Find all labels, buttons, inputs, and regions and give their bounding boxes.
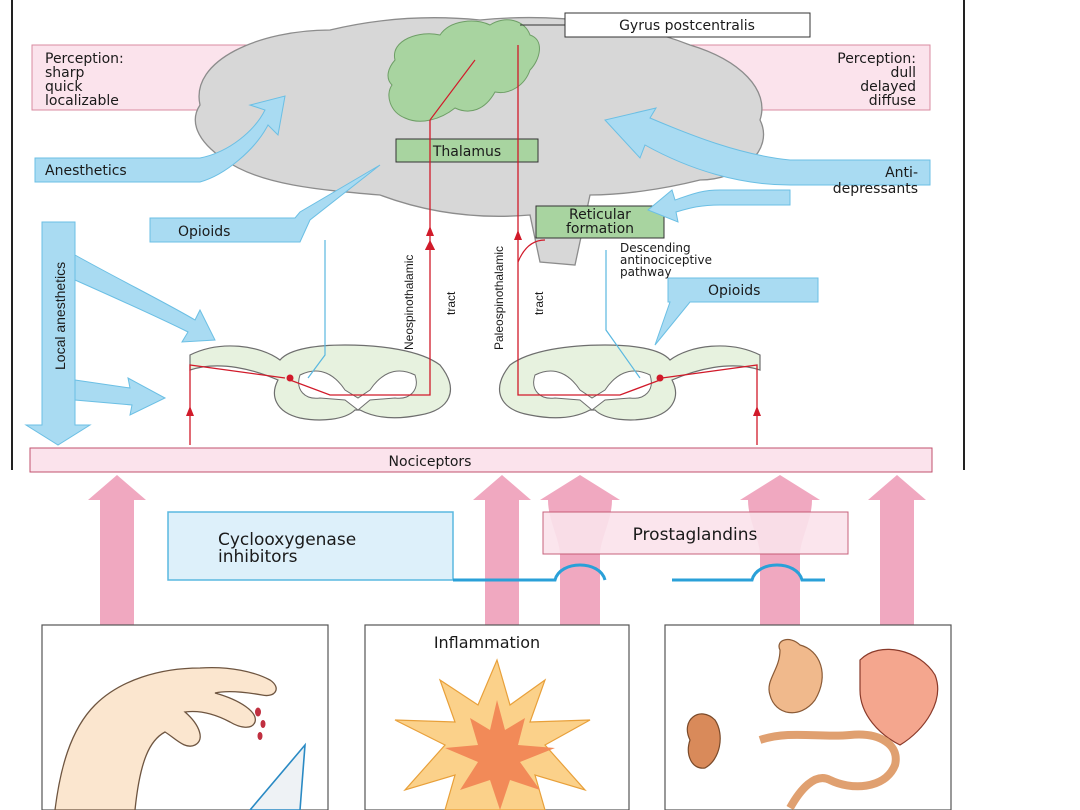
grey-matter-right: [533, 370, 652, 411]
grey-matter-left: [298, 370, 417, 411]
perception-right-line-2: dull: [890, 65, 916, 81]
heart-drawing: [859, 648, 939, 746]
blood-drop-3: [257, 732, 263, 740]
antidepressants-arrow: [604, 107, 931, 186]
synapse-right: [656, 374, 664, 382]
reticular-line-1: Reticular: [569, 207, 631, 223]
reticular-line-2: formation: [566, 221, 634, 237]
gyrus-label: Gyrus postcentralis: [619, 18, 755, 34]
blood-drop-1: [255, 707, 261, 717]
local-anesthetics-branch-lower: [74, 377, 167, 416]
reticular-box: [535, 205, 665, 239]
perception-right-line-1: Perception:: [837, 51, 916, 67]
blood-drop-2: [260, 720, 266, 728]
thalamus-box: [395, 138, 539, 163]
opioids-left-label: Opioids: [178, 224, 230, 240]
afferent-right: [661, 364, 758, 445]
tract-right-label: tract: [532, 291, 546, 315]
inflammation-burst-inner: [445, 700, 555, 810]
antidepressants-line-2: depressants: [833, 181, 918, 197]
perception-left-line-1: Perception:: [45, 51, 124, 67]
red-arrowhead-4: [514, 230, 522, 240]
pink-arrow-1: [88, 475, 146, 625]
prostaglandins-label: Prostaglandins: [633, 525, 758, 545]
anesthetics-arrow: [34, 95, 286, 183]
descending-line-3: pathway: [620, 265, 672, 279]
paleospinothalamic-path: [517, 240, 661, 396]
gyrus-label-box: [564, 12, 811, 38]
synapse-left: [286, 374, 294, 382]
anesthetics-label: Anesthetics: [45, 163, 127, 179]
red-arrowhead-3: [426, 226, 434, 236]
hand-drawing: [54, 666, 277, 810]
local-anesthetics-label: Local anesthetics: [52, 262, 68, 370]
red-arrowhead-1: [186, 406, 194, 416]
nociceptors-bar: [29, 447, 933, 473]
pink-arrow-5: [868, 475, 926, 625]
descending-line-1: Descending: [620, 241, 691, 255]
perception-right-line-3: delayed: [860, 79, 916, 95]
opioids-left-box: [149, 164, 381, 243]
descending-left: [307, 240, 326, 379]
descending-right: [605, 250, 641, 379]
pink-arrow-2: [473, 475, 531, 625]
opioids-right-box: [654, 277, 819, 346]
prostaglandins-box: [542, 511, 849, 555]
intestine-drawing: [758, 730, 900, 810]
afferent-left: [189, 364, 286, 445]
local-anesthetics-branch-upper: [74, 254, 216, 343]
antidepressants-line-1: Anti-: [885, 165, 918, 181]
red-arrowhead-2: [753, 406, 761, 416]
tract-left-label: tract: [444, 291, 458, 315]
thalamus-label: Thalamus: [432, 144, 501, 160]
opioids-right-label: Opioids: [708, 283, 760, 299]
paleospinothalamic-label: Paleospinothalamic: [492, 246, 506, 350]
cox-box: [167, 511, 454, 581]
cox-block-arc-2: [672, 563, 825, 582]
neospinothalamic-label: Neospinothalamic: [402, 255, 416, 350]
neospinothalamic-path: [289, 245, 431, 396]
knife-blade: [248, 742, 306, 810]
reticular-branch: [517, 239, 546, 263]
cox-line-1: Cyclooxygenase: [218, 530, 356, 550]
kidney-drawing: [686, 713, 721, 769]
thalamus-to-cortex-left: [429, 59, 476, 121]
nociceptors-label: Nociceptors: [389, 454, 472, 470]
perception-left-line-3: quick: [45, 79, 83, 95]
cox-line-2: inhibitors: [218, 547, 298, 567]
stomach-drawing: [768, 638, 823, 714]
perception-right-line-4: diffuse: [869, 93, 916, 109]
cox-block-arc-1: [453, 563, 607, 582]
perception-left-line-4: localizable: [45, 93, 119, 109]
perception-left-line-2: sharp: [45, 65, 85, 81]
antidepressants-arrow-lower: [647, 189, 791, 223]
inflammation-label: Inflammation: [434, 633, 540, 652]
descending-line-2: antinociceptive: [620, 253, 712, 267]
